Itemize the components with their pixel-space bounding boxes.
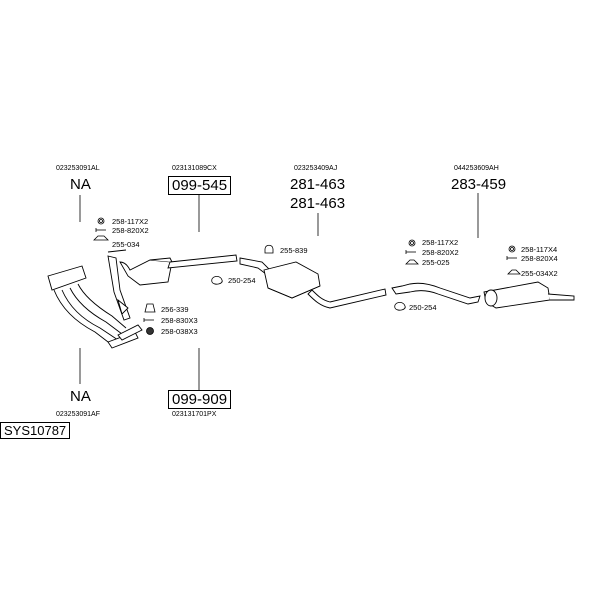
fitting-symbols-1 xyxy=(93,217,109,241)
rubber-mount-icon xyxy=(405,259,419,265)
fitting-label: 258-820X2 xyxy=(112,226,149,235)
fitting-label: 255-034 xyxy=(112,240,140,249)
part-number[interactable]: 283-459 xyxy=(451,176,507,193)
oem-number: 023253091AF xyxy=(56,411,100,418)
fitting-label: 255-839 xyxy=(280,246,308,255)
part-number[interactable]: NA xyxy=(70,176,91,193)
fitting-label: 258-117X2 xyxy=(112,217,149,226)
middle-silencer xyxy=(239,257,387,309)
fitting-label: 258-830X3 xyxy=(161,316,198,325)
ring-gasket-icon-inner xyxy=(99,219,103,223)
oem-number: 023253409AJ xyxy=(294,165,338,172)
fitting-label: 258-820X2 xyxy=(422,248,459,257)
part-number[interactable]: NA xyxy=(70,388,91,405)
fitting-symbols-4 xyxy=(405,239,521,275)
fitting-label: 258-820X4 xyxy=(521,254,558,263)
fitting-label: 258-117X4 xyxy=(521,245,558,254)
fitting-label: 250-254 xyxy=(228,276,256,285)
nut-icon xyxy=(146,327,154,335)
rubber-hanger-icon xyxy=(264,244,274,254)
fitting-label: 258-038X3 xyxy=(161,327,198,336)
rubber-mount-icon xyxy=(93,235,109,241)
fitting-label: 250-254 xyxy=(409,303,437,312)
oem-number: 023253091AL xyxy=(56,165,100,172)
diagram-id: SYS10787 xyxy=(0,422,71,439)
part-number[interactable]: 281-463 xyxy=(290,176,346,193)
clamp-icon xyxy=(394,302,406,311)
oem-number: 044253609AH xyxy=(454,165,499,172)
gasket-icon xyxy=(144,303,156,313)
fitting-label: 255-034X2 xyxy=(521,269,558,278)
fitting-label: 255-025 xyxy=(422,258,450,267)
part-number-boxed[interactable]: 099-909 xyxy=(168,390,232,409)
oem-number: 023131089CX xyxy=(172,165,217,172)
fitting-symbols-2 xyxy=(143,303,156,335)
fitting-label: 256-339 xyxy=(161,305,189,314)
clamp-icon xyxy=(211,276,223,285)
part-number-boxed[interactable]: 099-545 xyxy=(168,176,232,195)
fitting-symbols-3 xyxy=(211,244,406,311)
oem-number: 023131701PX xyxy=(172,411,217,418)
fitting-label: 258-117X2 xyxy=(422,238,459,247)
rear-silencer xyxy=(391,281,575,309)
rubber-mount-icon xyxy=(507,269,521,275)
exhaust-manifold xyxy=(47,265,143,349)
part-number[interactable]: 281-463 xyxy=(290,195,346,212)
catalytic-converter xyxy=(107,249,238,321)
